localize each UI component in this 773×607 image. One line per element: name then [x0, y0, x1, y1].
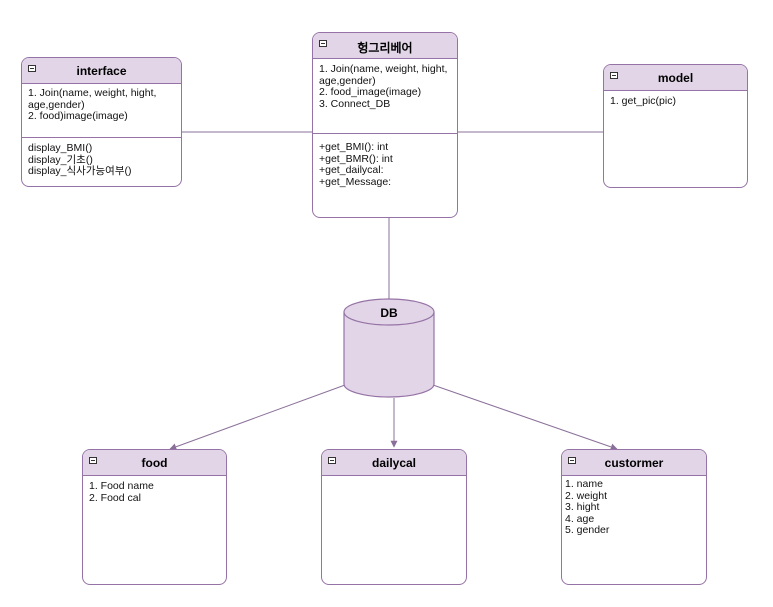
- method-line: display_식사가능여부(): [28, 165, 132, 177]
- class-food: food 1. Food name 2. Food cal: [82, 449, 227, 585]
- attribute-line: age,gender): [319, 74, 376, 87]
- class-title: dailycal: [371, 456, 417, 470]
- method-line: +get_BMI(): int: [319, 141, 389, 153]
- class-title: model: [657, 71, 694, 85]
- method-line: +get_dailycal:: [319, 164, 384, 176]
- class-header: 헝그리베어: [313, 33, 457, 59]
- class-header: model: [604, 65, 747, 91]
- attribute-line: 2. food_image(image): [319, 86, 422, 98]
- class-interface: interface 1. Join(name, weight, hight, a…: [21, 57, 182, 187]
- db-label: DB: [380, 306, 398, 320]
- attributes-section: 1. name 2. weight 3. hight 4. age 5. gen…: [562, 476, 706, 540]
- class-dailycal: dailycal: [321, 449, 467, 585]
- arrow-db-customer: [432, 384, 618, 451]
- class-hungry-bear: 헝그리베어 1. Join(name, weight, hight, age,g…: [312, 32, 458, 218]
- collapse-icon[interactable]: [328, 457, 336, 464]
- attribute-line: 3. Connect_DB: [319, 97, 391, 110]
- attribute-line: 1. Join(name, weight, hight,: [319, 63, 448, 75]
- db-cylinder: [343, 298, 435, 398]
- collapse-icon[interactable]: [89, 457, 97, 464]
- class-title: food: [141, 456, 168, 470]
- methods-section: display_BMI() display_기초() display_식사가능여…: [22, 137, 181, 181]
- collapse-icon[interactable]: [28, 65, 36, 72]
- collapse-icon[interactable]: [568, 457, 576, 464]
- attributes-section: [322, 476, 466, 482]
- attributes-section: 1. Food name 2. Food cal: [83, 476, 226, 507]
- collapse-icon[interactable]: [610, 72, 618, 79]
- method-line: +get_Message:: [319, 175, 392, 188]
- class-model: model 1. get_pic(pic): [603, 64, 748, 188]
- attribute-line: 1. get_pic(pic): [610, 95, 676, 107]
- attribute-line: 2. weight: [565, 489, 608, 502]
- class-customer: custormer 1. name 2. weight 3. hight 4. …: [561, 449, 707, 585]
- collapse-icon[interactable]: [319, 40, 327, 47]
- class-header: dailycal: [322, 450, 466, 476]
- class-title: custormer: [604, 456, 664, 470]
- attribute-line: age,gender): [28, 98, 85, 111]
- attribute-line: 5. gender: [565, 524, 610, 536]
- attribute-line: 2. food)image(image): [28, 110, 128, 122]
- attributes-section: 1. Join(name, weight, hight, age,gender)…: [22, 84, 181, 137]
- attribute-line: 1. Food name: [89, 480, 154, 492]
- method-line: display_기초(): [28, 153, 93, 166]
- arrow-db-food: [169, 384, 346, 451]
- class-title: 헝그리베어: [357, 41, 413, 55]
- attribute-line: 4. age: [565, 512, 595, 525]
- attributes-section: 1. get_pic(pic): [604, 91, 747, 111]
- class-header: food: [83, 450, 226, 476]
- attribute-line: 1. Join(name, weight, hight,: [28, 87, 157, 99]
- attribute-line: 1. name: [565, 478, 603, 490]
- attributes-section: 1. Join(name, weight, hight, age,gender)…: [313, 59, 457, 133]
- method-line: display_BMI(): [28, 142, 93, 154]
- class-title: interface: [76, 64, 127, 78]
- attribute-line: 3. hight: [565, 501, 600, 513]
- methods-section: +get_BMI(): int +get_BMR(): int +get_dai…: [313, 133, 457, 191]
- class-header: custormer: [562, 450, 706, 476]
- attribute-line: 2. Food cal: [89, 491, 141, 504]
- class-header: interface: [22, 58, 181, 84]
- method-line: +get_BMR(): int: [319, 152, 393, 165]
